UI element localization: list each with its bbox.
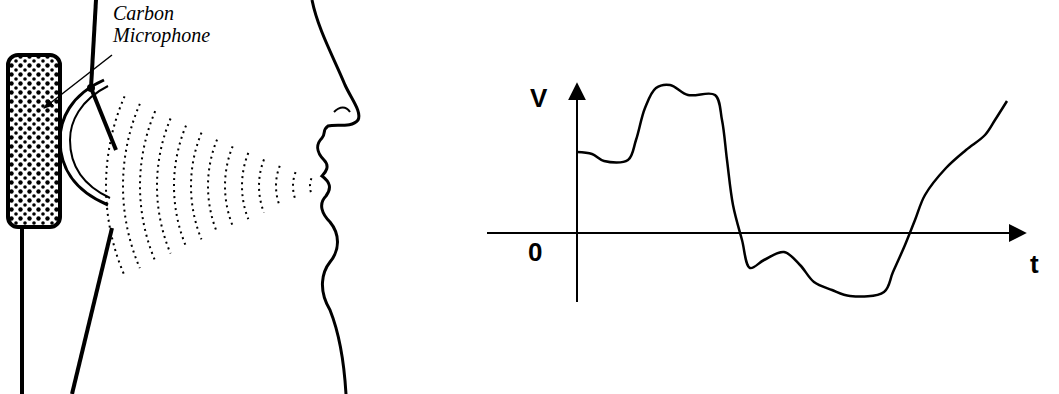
sound-wave xyxy=(310,178,311,194)
axis-label: V xyxy=(530,84,547,113)
sound-wave xyxy=(106,96,125,275)
sound-wave xyxy=(208,140,217,233)
wire xyxy=(20,227,24,394)
voltage-axis xyxy=(576,84,578,302)
sound-wave xyxy=(174,126,186,247)
carbon-microphone xyxy=(8,0,116,394)
sound-wave xyxy=(293,172,296,200)
nostril xyxy=(334,108,350,113)
voltage-graph xyxy=(487,84,1025,302)
sound-wave xyxy=(191,133,201,240)
part-label: Carbon Microphone xyxy=(113,2,225,46)
sound-wave xyxy=(276,166,280,206)
time-axis xyxy=(487,232,1025,234)
mount-rod xyxy=(91,0,96,88)
sound-wave xyxy=(123,104,140,268)
origin-label: 0 xyxy=(528,238,542,267)
face-profile xyxy=(312,0,359,394)
diaphragm xyxy=(70,86,110,198)
signal-waveform xyxy=(577,85,1007,297)
sound-wave xyxy=(157,118,171,253)
mouthpiece-edge xyxy=(91,88,116,150)
leader-arrow xyxy=(44,55,112,108)
sound-waves xyxy=(106,96,311,275)
sound-wave xyxy=(259,159,264,212)
diaphragm xyxy=(60,80,108,205)
sound-wave xyxy=(225,146,233,225)
carbon-granules xyxy=(8,55,60,227)
axis-label: t xyxy=(1030,250,1039,279)
sound-wave xyxy=(242,153,248,219)
mouthpiece-edge xyxy=(72,228,112,394)
sound-wave xyxy=(140,111,155,261)
